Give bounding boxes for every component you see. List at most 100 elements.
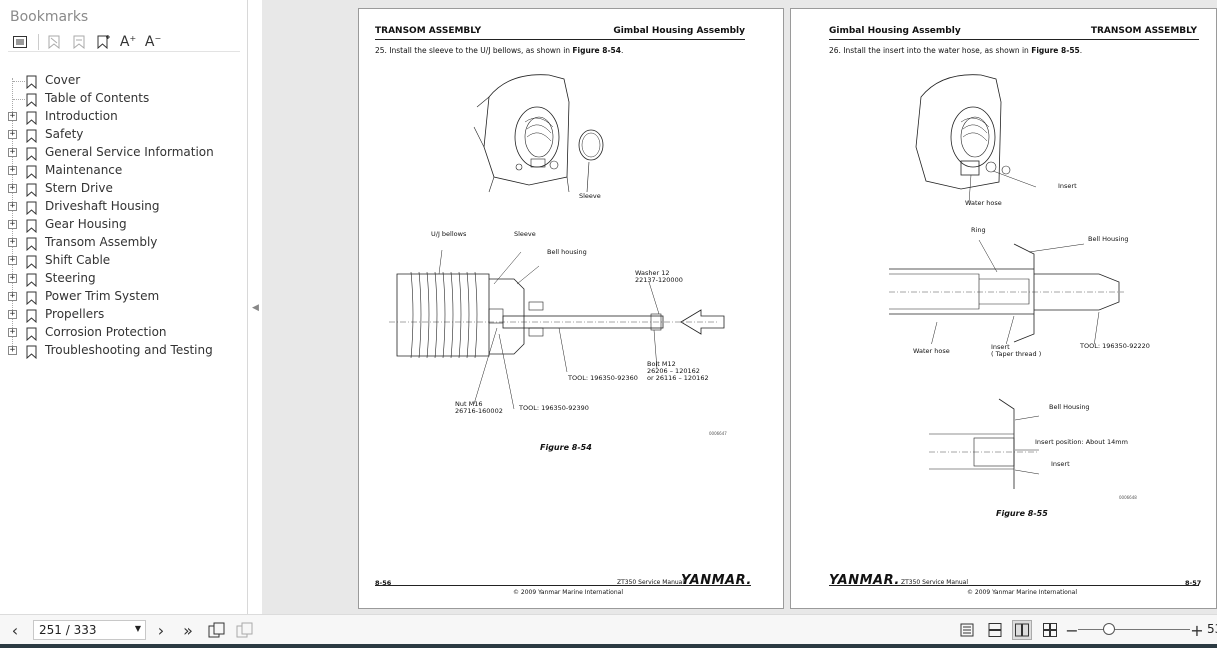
options-menu-icon[interactable] xyxy=(10,32,30,52)
bookmark-icon xyxy=(26,308,37,327)
copy-page-disabled-icon[interactable] xyxy=(235,620,255,640)
bookmark-item[interactable]: + Propellers xyxy=(0,306,247,324)
step-25: 25. Install the sleeve to the U/J bellow… xyxy=(375,46,624,55)
bookmark-icon xyxy=(26,200,37,219)
bookmark-label: Transom Assembly xyxy=(45,235,158,249)
bookmark-icon xyxy=(26,344,37,363)
bookmark-item[interactable]: + Transom Assembly xyxy=(0,234,247,252)
bookmark-item[interactable]: Table of Contents xyxy=(0,90,247,108)
two-page-continuous-icon[interactable] xyxy=(1040,620,1060,640)
bookmark-item[interactable]: +Gear Housing xyxy=(0,216,247,234)
bookmark-item[interactable]: +Maintenance xyxy=(0,162,247,180)
expand-icon[interactable]: + xyxy=(8,201,17,211)
copyright: © 2009 Yanmar Marine International xyxy=(513,589,623,596)
previous-page-icon[interactable]: ‹ xyxy=(11,620,19,640)
expand-icon[interactable]: + xyxy=(8,255,17,265)
zoom-slider[interactable] xyxy=(1078,629,1190,630)
zoom-in-icon[interactable]: + xyxy=(1190,620,1204,640)
single-page-view-icon[interactable] xyxy=(957,620,977,640)
sleeve-install-drawing xyxy=(389,249,725,410)
bookmark-item[interactable]: + Troubleshooting and Testing xyxy=(0,342,247,360)
bookmark-icon xyxy=(26,128,37,147)
bookmark-label: Cover xyxy=(45,73,81,87)
subsection-header: Gimbal Housing Assembly xyxy=(613,26,745,36)
bookmark-label: Power Trim System xyxy=(45,289,160,303)
figure-caption: Figure 8-55 xyxy=(996,509,1048,518)
label-insert-position: Insert position: About 14mm xyxy=(1035,438,1128,446)
next-page-icon[interactable]: › xyxy=(157,620,165,640)
text-larger-icon[interactable]: A+ xyxy=(119,33,137,51)
bookmark-item[interactable]: + Steering xyxy=(0,270,247,288)
bookmark-item[interactable]: +Introduction xyxy=(0,108,247,126)
bookmark-item[interactable]: + Shift Cable xyxy=(0,252,247,270)
bookmark-label: Shift Cable xyxy=(45,253,111,267)
bookmark-icon xyxy=(26,110,37,129)
bookmark-label: Propellers xyxy=(45,307,105,321)
label-tool-92390: TOOL: 196350-92390 xyxy=(519,404,589,412)
continuous-view-icon[interactable] xyxy=(985,620,1005,640)
collapse-panel-icon[interactable]: ◀ xyxy=(252,303,259,313)
water-hose-drawing xyxy=(915,74,1037,204)
expand-icon[interactable]: + xyxy=(8,111,17,121)
label-sleeve-top: Sleeve xyxy=(579,192,601,200)
section-header: TRANSOM ASSEMBLY xyxy=(1090,26,1197,36)
bookmark-icon xyxy=(26,164,37,183)
insert-cross-section xyxy=(889,239,1124,344)
label-insert-top: Insert xyxy=(1058,182,1077,190)
expand-icon[interactable]: + xyxy=(8,165,17,175)
page-number: 8-56 xyxy=(375,579,392,587)
label-tool-92220: TOOL: 196350-92220 xyxy=(1080,342,1150,350)
expand-icon[interactable]: + xyxy=(8,327,17,337)
text-smaller-icon[interactable]: A− xyxy=(144,33,162,51)
go-to-page-icon[interactable] xyxy=(207,620,227,640)
expand-icon[interactable]: + xyxy=(8,219,17,229)
yanmar-logo: YANMAR. xyxy=(681,573,752,588)
figure-caption: Figure 8-54 xyxy=(540,443,592,452)
label-water-hose-top: Water hose xyxy=(965,199,1002,207)
bookmark-item[interactable]: + Corrosion Protection xyxy=(0,324,247,342)
add-bookmark-disabled-icon[interactable] xyxy=(69,32,89,52)
delete-bookmark-icon[interactable] xyxy=(44,32,64,52)
new-bookmark-icon[interactable] xyxy=(94,32,114,52)
bookmark-icon xyxy=(26,218,37,237)
bookmark-item[interactable]: Cover xyxy=(0,72,247,90)
bookmark-icon xyxy=(26,326,37,345)
label-bell-housing: Bell Housing xyxy=(1088,235,1129,243)
last-page-icon[interactable]: » xyxy=(183,620,193,640)
bookmark-item[interactable]: + Power Trim System xyxy=(0,288,247,306)
manual-title: ZT350 Service Manual xyxy=(901,579,969,586)
expand-icon[interactable]: + xyxy=(8,237,17,247)
zoom-out-icon[interactable]: − xyxy=(1065,620,1079,640)
bookmark-label: Safety xyxy=(45,127,84,141)
two-page-view-icon[interactable] xyxy=(1012,620,1032,640)
expand-icon[interactable]: + xyxy=(8,309,17,319)
bookmark-label: Table of Contents xyxy=(45,91,150,105)
zoom-slider-thumb[interactable] xyxy=(1103,623,1115,635)
page-8-57: Gimbal Housing Assembly TRANSOM ASSEMBLY… xyxy=(790,8,1217,609)
page-number-select[interactable]: 251 / 333▼ xyxy=(33,620,146,640)
bookmark-icon xyxy=(26,272,37,291)
expand-icon[interactable]: + xyxy=(8,129,17,139)
page-navigation-bar: ‹ 251 / 333▼ › » − + 53 xyxy=(0,614,1217,644)
bookmark-item[interactable]: +Driveshaft Housing xyxy=(0,198,247,216)
expand-icon[interactable]: + xyxy=(8,273,17,283)
bookmark-label: Troubleshooting and Testing xyxy=(45,343,213,357)
expand-icon[interactable]: + xyxy=(8,147,17,157)
bookmark-icon xyxy=(26,92,37,111)
bookmark-label: Steering xyxy=(45,271,96,285)
bookmark-item[interactable]: + Safety xyxy=(0,126,247,144)
zoom-level[interactable]: 53 xyxy=(1207,622,1217,636)
bookmark-item[interactable]: +General Service Information xyxy=(0,144,247,162)
bookmark-item[interactable]: +Stern Drive xyxy=(0,180,247,198)
expand-icon[interactable]: + xyxy=(8,183,17,193)
subsection-header: Gimbal Housing Assembly xyxy=(829,26,961,36)
expand-icon[interactable]: + xyxy=(8,291,17,301)
bookmark-label: Corrosion Protection xyxy=(45,325,167,339)
label-bell-housing-2: Bell Housing xyxy=(1049,403,1090,411)
bookmarks-toolbar: A+ A− xyxy=(8,32,240,52)
expand-icon[interactable]: + xyxy=(8,345,17,355)
